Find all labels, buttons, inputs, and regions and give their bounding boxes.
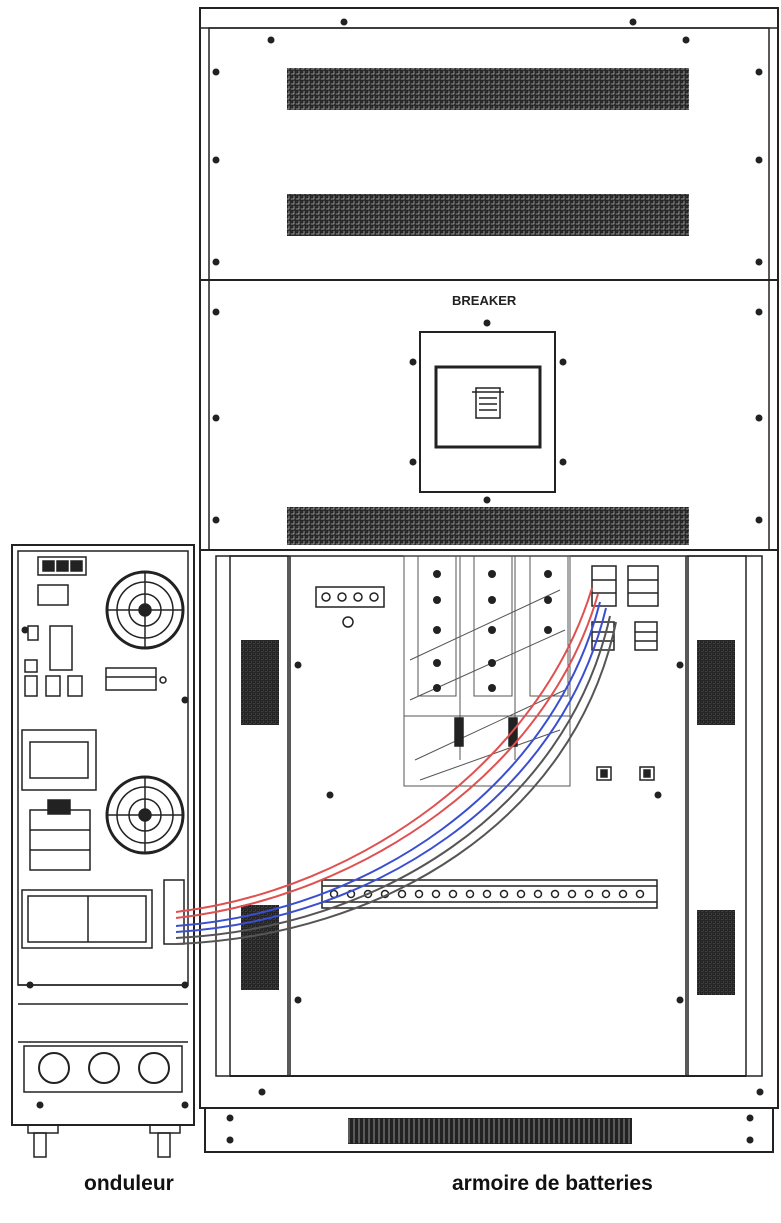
- cable-line: [175, 615, 611, 939]
- screw-dot: [212, 68, 220, 76]
- screw-dot: [26, 981, 34, 989]
- rail-hole: [414, 889, 424, 899]
- screw-dot: [181, 981, 189, 989]
- caster-left: [27, 1124, 59, 1158]
- screw-dot: [212, 156, 220, 164]
- input-switch-block: [21, 729, 97, 871]
- screw-dot: [294, 996, 302, 1004]
- din-rail: [321, 879, 658, 909]
- rail-hole: [550, 889, 560, 899]
- small-switches: [596, 766, 655, 781]
- screw-dot: [212, 516, 220, 524]
- cable-line: [175, 607, 607, 933]
- busbar-bolts: [433, 570, 552, 692]
- screw-dot: [755, 156, 763, 164]
- screw-dot: [212, 308, 220, 316]
- screw-dot: [654, 791, 662, 799]
- screw-dot: [629, 18, 637, 26]
- screw-dot: [746, 1136, 754, 1144]
- screw-dot: [258, 1088, 266, 1096]
- screw-dot: [212, 414, 220, 422]
- cable-glands: [23, 1045, 183, 1093]
- breaker-vent: [287, 507, 689, 545]
- screw-dot: [746, 1114, 754, 1122]
- caption-inverter: onduleur: [84, 1172, 174, 1195]
- breaker-panel: [419, 331, 556, 493]
- cabinet-plinth: [204, 1107, 774, 1153]
- display-panel: [37, 556, 87, 606]
- caster-right: [149, 1124, 181, 1158]
- rail-hole: [499, 889, 509, 899]
- screw-dot: [181, 696, 189, 704]
- screw-dot: [181, 1101, 189, 1109]
- rail-hole: [482, 889, 492, 899]
- screw-dot: [676, 661, 684, 669]
- rail-hole: [567, 889, 577, 899]
- screw-dot: [483, 496, 491, 504]
- right-grille-lower: [697, 910, 735, 995]
- screw-dot: [326, 791, 334, 799]
- screw-dot: [212, 258, 220, 266]
- cable-line: [175, 601, 601, 927]
- inverter-terminal-block: [21, 879, 185, 949]
- rail-hole: [431, 889, 441, 899]
- screw-dot: [294, 661, 302, 669]
- rail-hole: [584, 889, 594, 899]
- left-grille-upper: [241, 640, 279, 725]
- rail-hole: [618, 889, 628, 899]
- caption-battery-cabinet: armoire de batteries: [452, 1172, 653, 1195]
- rail-hole: [363, 889, 373, 899]
- screw-dot: [483, 319, 491, 327]
- screw-dot: [36, 1101, 44, 1109]
- rail-hole: [397, 889, 407, 899]
- screw-dot: [755, 308, 763, 316]
- terminal-strip: [315, 586, 385, 628]
- busbar-assembly: [403, 555, 571, 787]
- screw-dot: [226, 1114, 234, 1122]
- breaker-label: BREAKER: [452, 293, 517, 308]
- battery-cabinet: [199, 7, 779, 1153]
- screw-dot: [755, 516, 763, 524]
- screw-dot: [756, 1088, 764, 1096]
- screw-dot: [559, 358, 567, 366]
- top-vent-lower: [287, 194, 689, 236]
- fan-icon-upper: [105, 570, 185, 650]
- top-vent-upper: [287, 68, 689, 110]
- fan-icon-lower: [105, 775, 185, 855]
- screw-dot: [559, 458, 567, 466]
- right-grille-upper: [697, 640, 735, 725]
- ports-cluster: [24, 625, 167, 697]
- screw-dot: [682, 36, 690, 44]
- rail-hole: [448, 889, 458, 899]
- rail-hole: [635, 889, 645, 899]
- rail-hole: [465, 889, 475, 899]
- inverter-unit: [11, 544, 195, 1158]
- screw-dot: [21, 626, 29, 634]
- rail-hole: [533, 889, 543, 899]
- screw-dot: [676, 996, 684, 1004]
- screw-dot: [267, 36, 275, 44]
- busbar-clips: [454, 717, 518, 747]
- rail-hole: [516, 889, 526, 899]
- screw-dots: [21, 18, 764, 1144]
- rail-hole: [601, 889, 611, 899]
- battery-terminals: [591, 565, 659, 651]
- breaker-handle-icon: [472, 387, 504, 419]
- cable-line: [175, 621, 617, 945]
- cable-line: [175, 587, 593, 913]
- screw-dot: [755, 68, 763, 76]
- screw-dot: [409, 458, 417, 466]
- screw-dot: [340, 18, 348, 26]
- screw-dot: [755, 414, 763, 422]
- battery-cables: [175, 587, 617, 945]
- screw-dot: [226, 1136, 234, 1144]
- screw-dot: [755, 258, 763, 266]
- screw-dot: [409, 358, 417, 366]
- cable-line: [175, 593, 599, 919]
